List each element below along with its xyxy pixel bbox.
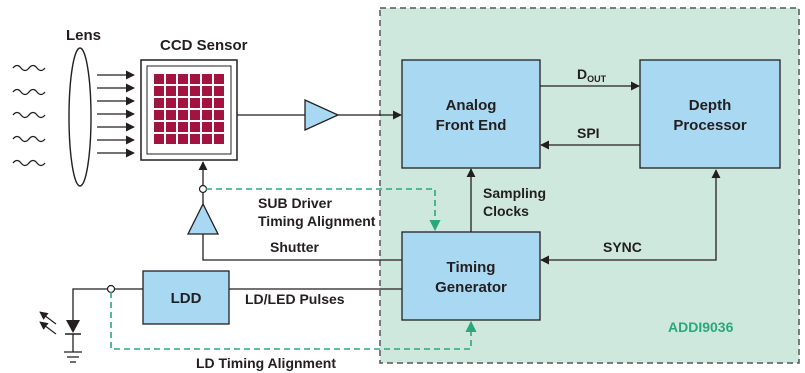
chip-name-label: ADDI9036 <box>668 319 734 335</box>
ccd-pixel <box>166 74 176 84</box>
ccd-pixel <box>202 122 212 132</box>
ccd-pixel <box>154 86 164 96</box>
ccd-pixel <box>178 134 188 144</box>
ldd-label: LDD <box>171 290 202 307</box>
sub-driver-label-line1: SUB Driver <box>258 195 332 211</box>
ccd-pixel <box>214 74 224 84</box>
light-emission-icon <box>39 311 57 335</box>
ccd-pixel <box>214 86 224 96</box>
ccd-pixel <box>178 98 188 108</box>
ccd-pixel <box>154 110 164 120</box>
ccd-pixel <box>202 86 212 96</box>
sampling-label-line2: Clocks <box>483 203 529 219</box>
depth-label-line1: Depth <box>689 97 732 114</box>
laser-diode-wire <box>72 288 108 320</box>
ccd-pixel <box>154 98 164 108</box>
sync-label: SYNC <box>603 239 642 255</box>
ccd-pixel <box>154 134 164 144</box>
ccd-pixel <box>166 110 176 120</box>
ccd-pixel <box>214 98 224 108</box>
ccd-pixel <box>178 110 188 120</box>
ccd-pixel <box>202 98 212 108</box>
ld-timing-alignment-label: LD Timing Alignment <box>196 355 336 371</box>
ccd-pixel <box>190 74 200 84</box>
sub-driver-amplifier <box>186 202 220 235</box>
shutter-line <box>202 234 402 261</box>
ld-timing-alignment-path <box>110 292 477 350</box>
timing-label-line2: Generator <box>435 279 507 296</box>
focused-light-rays <box>97 70 135 158</box>
ccd-pixel <box>166 134 176 144</box>
ld-node <box>106 284 116 294</box>
sync-line <box>540 169 721 265</box>
ccd-pixel <box>166 86 176 96</box>
timing-generator-block <box>401 231 541 321</box>
dout-label: DOUT <box>577 66 607 84</box>
ccd-pixel <box>178 122 188 132</box>
ccd-pixel <box>166 122 176 132</box>
ccd-pixel <box>190 86 200 96</box>
timing-label-line1: Timing <box>447 259 496 276</box>
ccd-pixel <box>202 74 212 84</box>
sub-driver-label-line2: Timing Alignment <box>258 213 376 229</box>
ccd-pixel <box>202 110 212 120</box>
depth-processor-block <box>639 59 781 169</box>
afe-label-line2: Front End <box>436 117 507 134</box>
lens-label: Lens <box>66 27 101 44</box>
sub-driver-node <box>198 184 208 194</box>
ccd-pixel <box>214 110 224 120</box>
ccd-pixel <box>190 98 200 108</box>
ccd-pixel <box>178 86 188 96</box>
ld-led-pulses-label: LD/LED Pulses <box>245 291 345 307</box>
ccd-pixel <box>154 122 164 132</box>
ccd-pixel <box>154 74 164 84</box>
ccd-pixel-grid <box>154 74 224 144</box>
ccd-pixel <box>202 134 212 144</box>
ccd-pixel <box>190 134 200 144</box>
ccd-pixel <box>178 74 188 84</box>
ccd-sensor-label: CCD Sensor <box>160 37 248 54</box>
analog-front-end-block <box>401 59 541 169</box>
output-amplifier <box>304 98 340 132</box>
lens <box>68 47 92 187</box>
afe-label-line1: Analog <box>446 97 497 114</box>
depth-label-line2: Processor <box>673 117 747 134</box>
spi-label: SPI <box>577 125 600 141</box>
shutter-label: Shutter <box>270 239 320 255</box>
ccd-pixel <box>214 134 224 144</box>
ccd-pixel <box>166 98 176 108</box>
ccd-pixel <box>190 122 200 132</box>
sampling-label-line1: Sampling <box>483 185 546 201</box>
ccd-pixel <box>214 122 224 132</box>
incoming-light-waves <box>12 64 46 167</box>
ccd-pixel <box>190 110 200 120</box>
ldd-block <box>142 270 230 325</box>
laser-diode-symbol <box>66 320 80 333</box>
ground-icon <box>64 351 82 363</box>
